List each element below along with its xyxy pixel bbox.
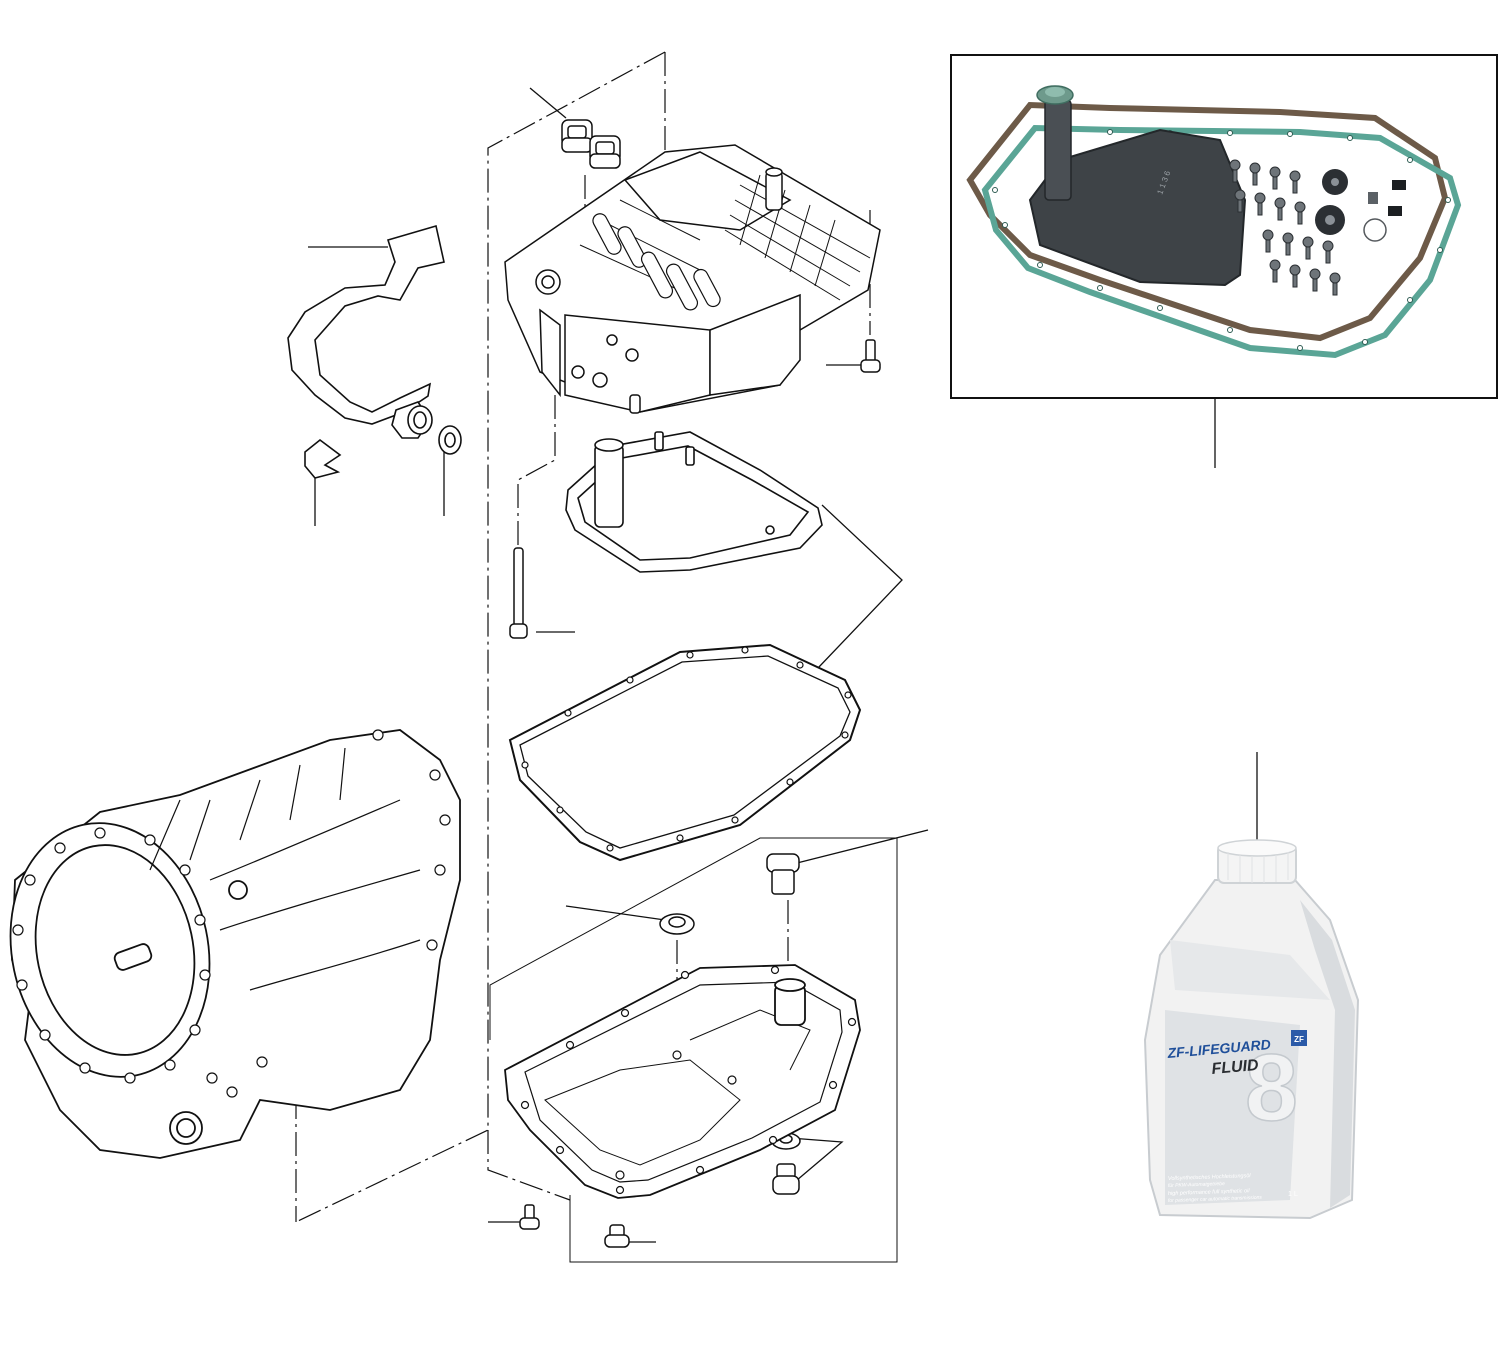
zf-badge: ZF: [1294, 1035, 1304, 1044]
kit-seals: [1315, 169, 1406, 242]
kit-bolts: [1229, 159, 1341, 296]
bottle-product: FLUID: [1211, 1057, 1260, 1078]
pan-gasket: [508, 643, 862, 862]
oil-filter: [565, 431, 823, 573]
valve-body: [504, 144, 881, 414]
bottle-text-2: für PKW-Automatgetriebe: [1168, 1181, 1225, 1189]
bottle-text-3: high performance full synthetic oil: [1168, 1188, 1251, 1197]
connector-sleeves: [561, 119, 621, 169]
kit-filter: 1 1 3 6: [1028, 85, 1247, 287]
pan-group-box: [489, 837, 898, 1263]
transmission-housing: [9, 729, 461, 1159]
fluid-bottle: 8 ZF ZF-LIFEGUARD FLUID Vollsynthetische…: [1143, 839, 1360, 1220]
pan-screw: [519, 1204, 540, 1230]
bottle-volume: 1 L: [1288, 1191, 1298, 1198]
bottle-big-number: 8: [1245, 1035, 1298, 1141]
drain-plug: [772, 1163, 800, 1195]
oil-pan: [504, 964, 861, 1199]
long-bolt: [509, 547, 528, 639]
bottle-text-4: for passenger car automatic transmission…: [1168, 1195, 1263, 1204]
wiring-harness: [287, 224, 462, 479]
fill-plug: [766, 853, 800, 895]
valve-screw: [860, 339, 881, 373]
sealing-washer: [659, 913, 695, 935]
bottle-text-1: Vollsynthetisches Hochleistungsöl: [1168, 1173, 1252, 1182]
pan-plug: [604, 1224, 630, 1248]
